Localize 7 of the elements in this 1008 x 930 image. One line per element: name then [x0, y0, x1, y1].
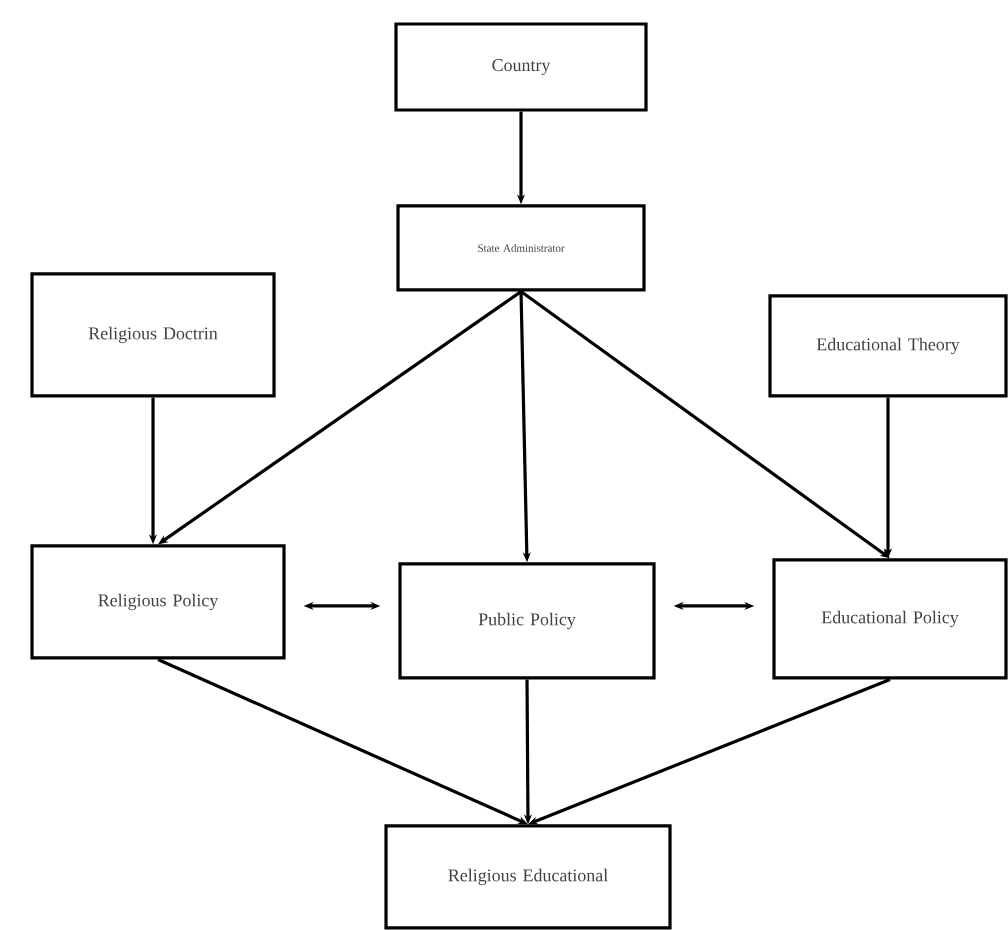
box: Country	[394, 22, 648, 112]
box: Religious Educational	[384, 824, 672, 930]
box: Educational Policy	[772, 558, 1008, 680]
box: Religious Doctrin	[30, 272, 276, 398]
box: Religious Policy	[30, 544, 286, 660]
box: Public Policy	[398, 562, 656, 680]
box: Educational Theory	[768, 294, 1008, 398]
